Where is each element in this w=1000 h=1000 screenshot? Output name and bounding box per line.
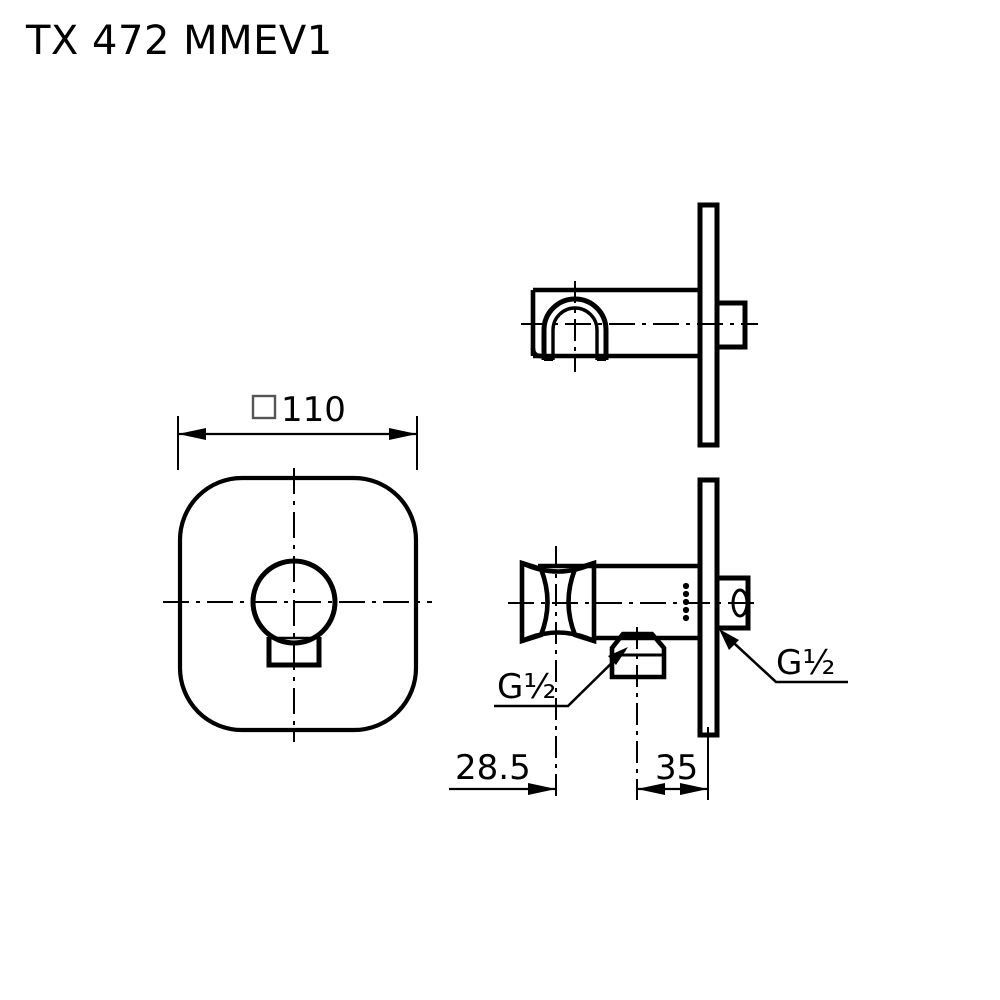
top-view-handle-inner bbox=[551, 306, 599, 360]
dim-35-arrow-left bbox=[637, 783, 665, 795]
side-view-wall-plate bbox=[697, 477, 720, 738]
thread-rear-leader bbox=[721, 631, 848, 684]
thread-bottom-leader bbox=[494, 649, 626, 708]
dim-label-28-5: 28.5 bbox=[455, 748, 531, 788]
side-view-bottom-dimensions bbox=[449, 783, 708, 795]
callout-leaders bbox=[494, 629, 848, 708]
dim-35-arrow-right bbox=[680, 783, 708, 795]
side-view-bottom-outlet-nipple bbox=[609, 631, 667, 680]
side-view-handle-bottom-curve bbox=[521, 630, 595, 644]
dim-label-35: 35 bbox=[655, 748, 698, 788]
front-view-dim-arrow-right bbox=[389, 428, 417, 440]
callout-label-thread-rear: G½ bbox=[776, 643, 835, 683]
handle-lever-stub bbox=[266, 637, 322, 668]
square-symbol-icon bbox=[251, 394, 277, 420]
front-view bbox=[163, 394, 432, 742]
top-view bbox=[521, 202, 758, 448]
dim-label-plate-width: 110 bbox=[281, 390, 346, 430]
page-title: TX 472 MMEV1 bbox=[26, 18, 333, 64]
front-view-dim-arrow-left bbox=[178, 428, 206, 440]
dim-28-5-arrow bbox=[528, 783, 556, 795]
side-view-handle-top-curve bbox=[521, 560, 595, 574]
top-view-body-corner bbox=[530, 347, 542, 359]
handle-boss-circle bbox=[250, 558, 338, 646]
escutcheon-plate-outline bbox=[177, 475, 419, 733]
thread-rear-leader-arrow bbox=[719, 629, 739, 650]
callout-label-thread-bottom: G½ bbox=[497, 667, 556, 707]
side-view bbox=[508, 477, 760, 800]
thread-bottom-leader-arrow bbox=[608, 647, 628, 665]
